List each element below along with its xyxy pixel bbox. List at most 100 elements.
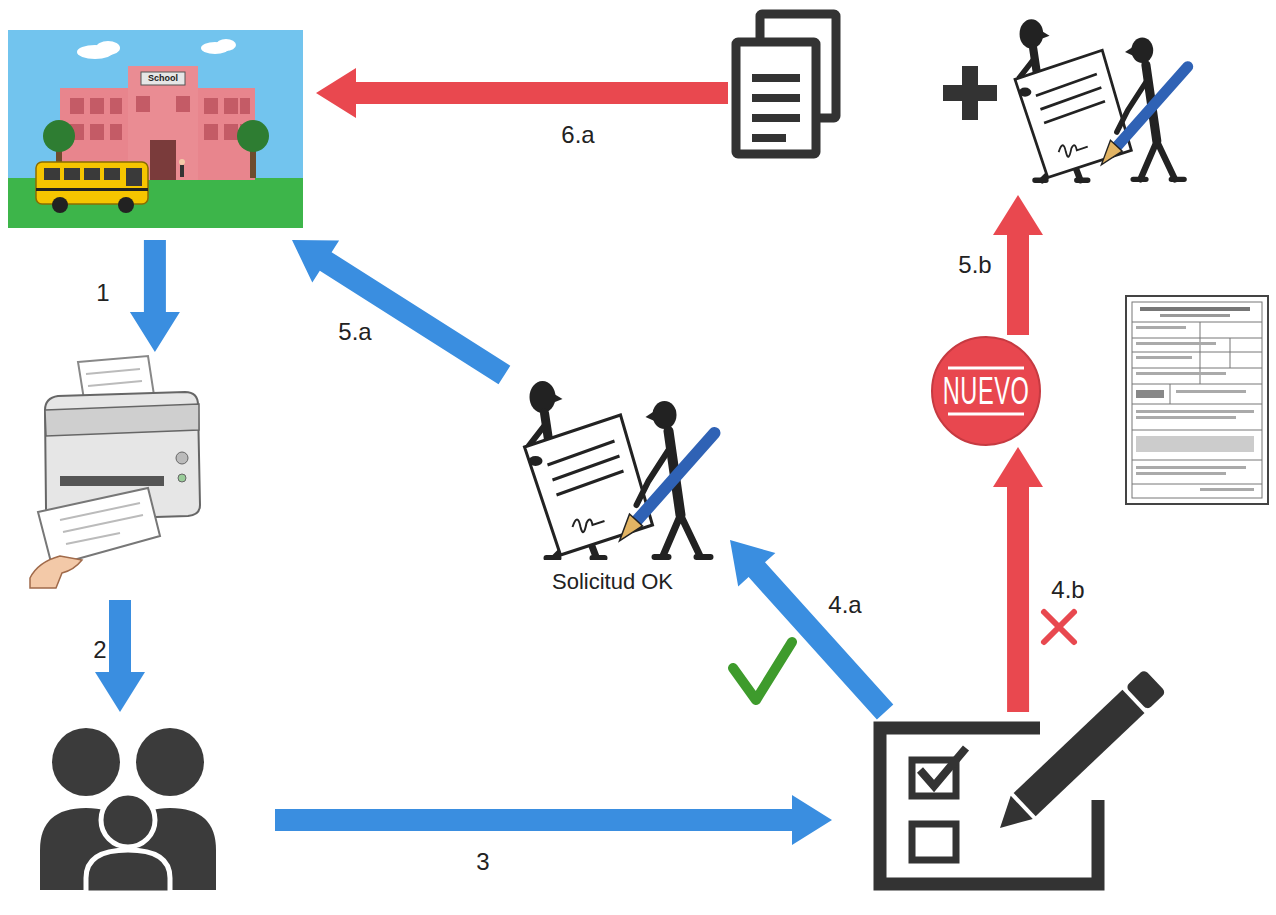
checklist-icon [832, 712, 1168, 892]
school-illustration-part-part [224, 98, 238, 114]
school-illustration-part-part [90, 124, 104, 140]
checklist-icon-part [920, 748, 966, 786]
documents-icon [736, 14, 836, 154]
school-illustration-part [150, 140, 176, 180]
step-number: 4.b [1051, 576, 1084, 603]
signing-figure [995, 5, 1195, 195]
printer-icon-part [38, 488, 160, 566]
school-illustration-part [180, 165, 184, 177]
school-illustration-part-part [104, 168, 120, 180]
form-thumbnail-part [1140, 307, 1250, 311]
school-illustration-part [216, 39, 236, 51]
family-icon-part [86, 850, 170, 893]
badge-circle [932, 337, 1040, 445]
caption-text: Solicitud OK [552, 569, 673, 595]
printer-icon-part [45, 404, 199, 436]
step-number: 1 [96, 279, 109, 306]
checklist-icon-part-part [1125, 669, 1166, 710]
form-thumbnail [1126, 296, 1268, 504]
flow-arrow [130, 240, 180, 352]
school-illustration-part-part [64, 168, 80, 180]
family-icon [35, 712, 275, 892]
school-illustration-part [118, 197, 134, 213]
step-label-holder: 6.a [561, 121, 594, 149]
step-number: 5.b [958, 251, 991, 278]
documents-icon-part [736, 42, 816, 154]
printer-icon-part [176, 452, 188, 464]
school-illustration-part [36, 188, 148, 191]
school-illustration-part-part [44, 168, 60, 180]
school-illustration-part [43, 120, 75, 152]
school-illustration-part-part [224, 124, 238, 140]
step-label-holder: 5.b [958, 251, 991, 279]
school-illustration-part [36, 162, 148, 204]
school-illustration-part [8, 30, 303, 228]
school-illustration-part-part [136, 96, 150, 112]
form-thumbnail-part [1132, 302, 1262, 498]
school-illustration-part [44, 168, 142, 186]
step-number: 3 [476, 848, 489, 875]
form-thumbnail-part [1160, 314, 1230, 317]
form-thumbnail-part [1200, 488, 1254, 491]
family-icon-part [52, 728, 120, 796]
form-thumbnail-part [1136, 466, 1246, 469]
family-icon-part [136, 728, 204, 796]
school-illustration-part-part [70, 98, 84, 114]
step-number: 4.a [828, 591, 861, 618]
flow-arrow [316, 68, 728, 118]
check-mark [733, 642, 792, 700]
checklist-icon-part [912, 824, 956, 860]
step-label-holder: 3 [476, 848, 489, 876]
flow-arrow [730, 540, 893, 719]
school-illustration-part-part [240, 98, 250, 114]
school-illustration [8, 30, 303, 228]
step-label-holder: 2 [93, 636, 106, 664]
school-illustration-part-part [84, 168, 100, 180]
sign-text: School [141, 72, 185, 85]
school-illustration-part [250, 148, 256, 178]
form-thumbnail-part [1126, 296, 1268, 504]
school-illustration-part-part [90, 98, 104, 114]
printer-icon-part [178, 474, 186, 482]
step-label-holder: 4.a [828, 591, 861, 619]
form-thumbnail-part [1136, 356, 1192, 359]
form-thumbnail-part [1136, 436, 1254, 452]
school-illustration-part [179, 159, 185, 165]
form-thumbnail-part [1136, 410, 1254, 413]
form-thumbnail-part [1136, 390, 1164, 398]
step-number: 5.a [338, 318, 371, 345]
cross-mark [1044, 612, 1074, 642]
school-illustration-part [70, 96, 250, 140]
signing-figure [525, 381, 715, 558]
signing-figure: Solicitud OK [495, 375, 730, 595]
step-label-holder: 4.b [1051, 576, 1084, 604]
school-illustration-part-part [126, 168, 142, 186]
step-number: 6.a [561, 121, 594, 148]
step-label-holder: 5.a [338, 318, 371, 346]
printer-icon-part [86, 369, 142, 386]
printer-icon [30, 352, 210, 600]
step-label-holder: 1 [96, 279, 109, 307]
form-thumbnail-part [1136, 472, 1226, 475]
form-thumbnail-part [1176, 390, 1246, 393]
printer-icon-part [60, 476, 164, 486]
form-thumbnail-part [1136, 342, 1216, 345]
school-illustration-part [237, 120, 269, 152]
school-illustration-part-part [176, 96, 190, 112]
school-illustration-part [52, 197, 68, 213]
signing-figure [1015, 19, 1188, 180]
form-thumbnail-part [1136, 416, 1236, 419]
printer-icon [30, 356, 200, 588]
family-icon-part [101, 793, 155, 847]
school-illustration-part [96, 41, 120, 55]
step-number: 2 [93, 636, 106, 663]
school-illustration-part-part [204, 98, 218, 114]
badge-text: NUEVO [943, 372, 1030, 410]
school-illustration-part [141, 72, 185, 85]
form-thumbnail-part [1136, 372, 1226, 375]
printer-icon-part [60, 503, 143, 544]
